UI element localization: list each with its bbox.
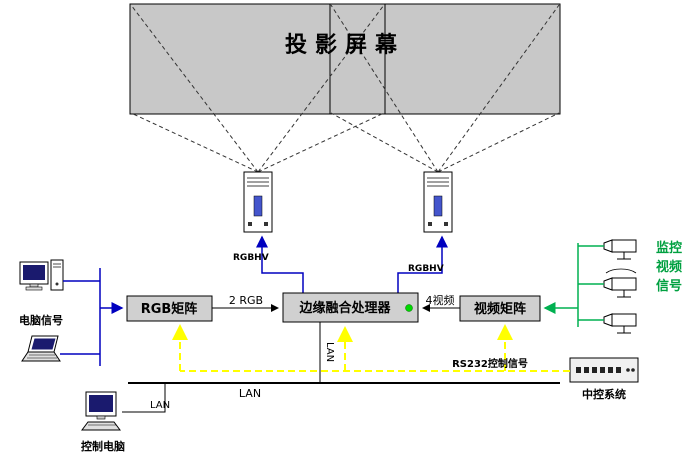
- lan-lines: [122, 322, 560, 413]
- computer-signal-label: 电脑信号: [19, 313, 63, 327]
- projector-left-icon: [243, 171, 273, 233]
- central-controller-icon: [569, 357, 639, 383]
- screen-title: 投影屏幕: [285, 33, 405, 58]
- camera-icon-2: [603, 268, 637, 298]
- four-video-label: 4视频: [426, 293, 455, 307]
- rgb-matrix-box: RGB矩阵: [126, 295, 213, 322]
- video-matrix-label: 视频矩阵: [474, 301, 526, 317]
- two-rgb-label: 2 RGB: [229, 294, 263, 307]
- edge-blender-box: 边缘融合处理器: [282, 292, 419, 323]
- video-signal-lines: [543, 243, 604, 327]
- desktop-computer-icon: [19, 259, 64, 291]
- control-computer-icon: [81, 391, 121, 431]
- surveillance-signal-label: 监控视频信号: [655, 241, 682, 294]
- projection-screen: [129, 3, 561, 115]
- camera-icon-3: [603, 313, 637, 334]
- lan-bus-label: LAN: [239, 387, 261, 400]
- control-computer-label: 控制电脑: [81, 439, 125, 453]
- edge-blender-label: 边缘融合处理器: [298, 300, 391, 316]
- projector-right-icon: [423, 171, 453, 233]
- rgb-matrix-label: RGB矩阵: [141, 301, 198, 317]
- lan-left-label: LAN: [150, 400, 170, 411]
- camera-icon-1: [603, 239, 637, 260]
- projection-beam-lines: [130, 4, 560, 173]
- rgbhv-right-label: RGBHV: [408, 264, 444, 274]
- rgbhv-left-label: RGBHV: [233, 253, 269, 263]
- rs232-label: RS232控制信号: [452, 357, 528, 370]
- video-matrix-box: 视频矩阵: [459, 295, 541, 322]
- lan-mid-label: LAN: [324, 342, 335, 362]
- computer-signal-lines: [60, 268, 124, 366]
- control-signal-lines: [172, 324, 570, 372]
- power-led-icon: [405, 304, 413, 312]
- central-control-label: 中控系统: [582, 387, 626, 401]
- laptop-icon: [21, 335, 61, 362]
- rgbhv-signal-lines: [256, 235, 448, 293]
